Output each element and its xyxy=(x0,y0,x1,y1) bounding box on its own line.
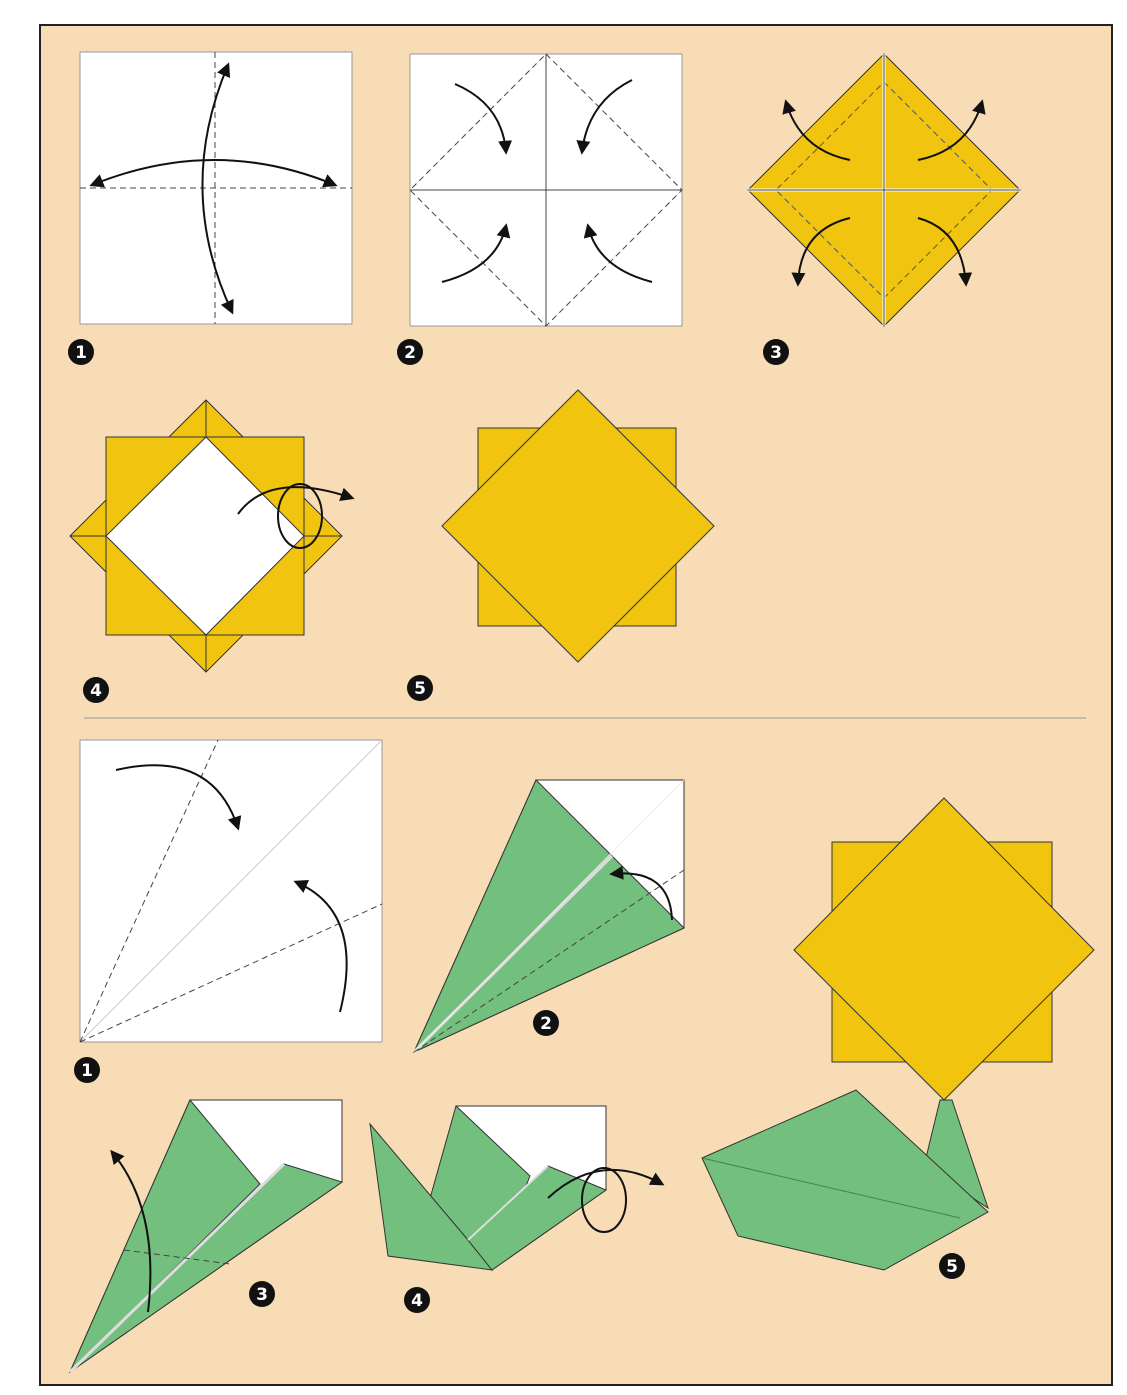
svg-text:5: 5 xyxy=(414,679,426,699)
svg-text:2: 2 xyxy=(540,1014,552,1034)
flower-step-2-figure xyxy=(410,54,682,326)
flower-step-1-figure xyxy=(80,52,352,324)
step-number-stem-4: 4 xyxy=(404,1287,430,1313)
svg-text:1: 1 xyxy=(81,1061,93,1081)
svg-text:3: 3 xyxy=(256,1285,268,1305)
stem-step-5-figure xyxy=(702,798,1094,1270)
step-number-flower-5: 5 xyxy=(407,675,433,701)
step-number-stem-5: 5 xyxy=(939,1253,965,1279)
stem-step-3-figure xyxy=(70,1100,342,1372)
svg-text:4: 4 xyxy=(411,1291,423,1311)
flower-step-5-figure xyxy=(442,390,714,662)
flower-step-3-figure xyxy=(748,54,1020,326)
step-number-flower-1: 1 xyxy=(68,339,94,365)
step-number-stem-2: 2 xyxy=(533,1010,559,1036)
svg-text:3: 3 xyxy=(770,343,782,363)
step-number-stem-1: 1 xyxy=(74,1057,100,1083)
stem-step-1-figure xyxy=(80,740,382,1042)
stem-step-4-figure xyxy=(370,1106,662,1270)
svg-text:2: 2 xyxy=(404,343,416,363)
svg-text:5: 5 xyxy=(946,1257,958,1277)
step-number-flower-2: 2 xyxy=(397,339,423,365)
svg-text:4: 4 xyxy=(90,681,102,701)
step-number-stem-3: 3 xyxy=(249,1281,275,1307)
step-number-flower-3: 3 xyxy=(763,339,789,365)
svg-text:1: 1 xyxy=(75,343,87,363)
flower-step-4-figure xyxy=(70,400,352,672)
step-number-flower-4: 4 xyxy=(83,677,109,703)
